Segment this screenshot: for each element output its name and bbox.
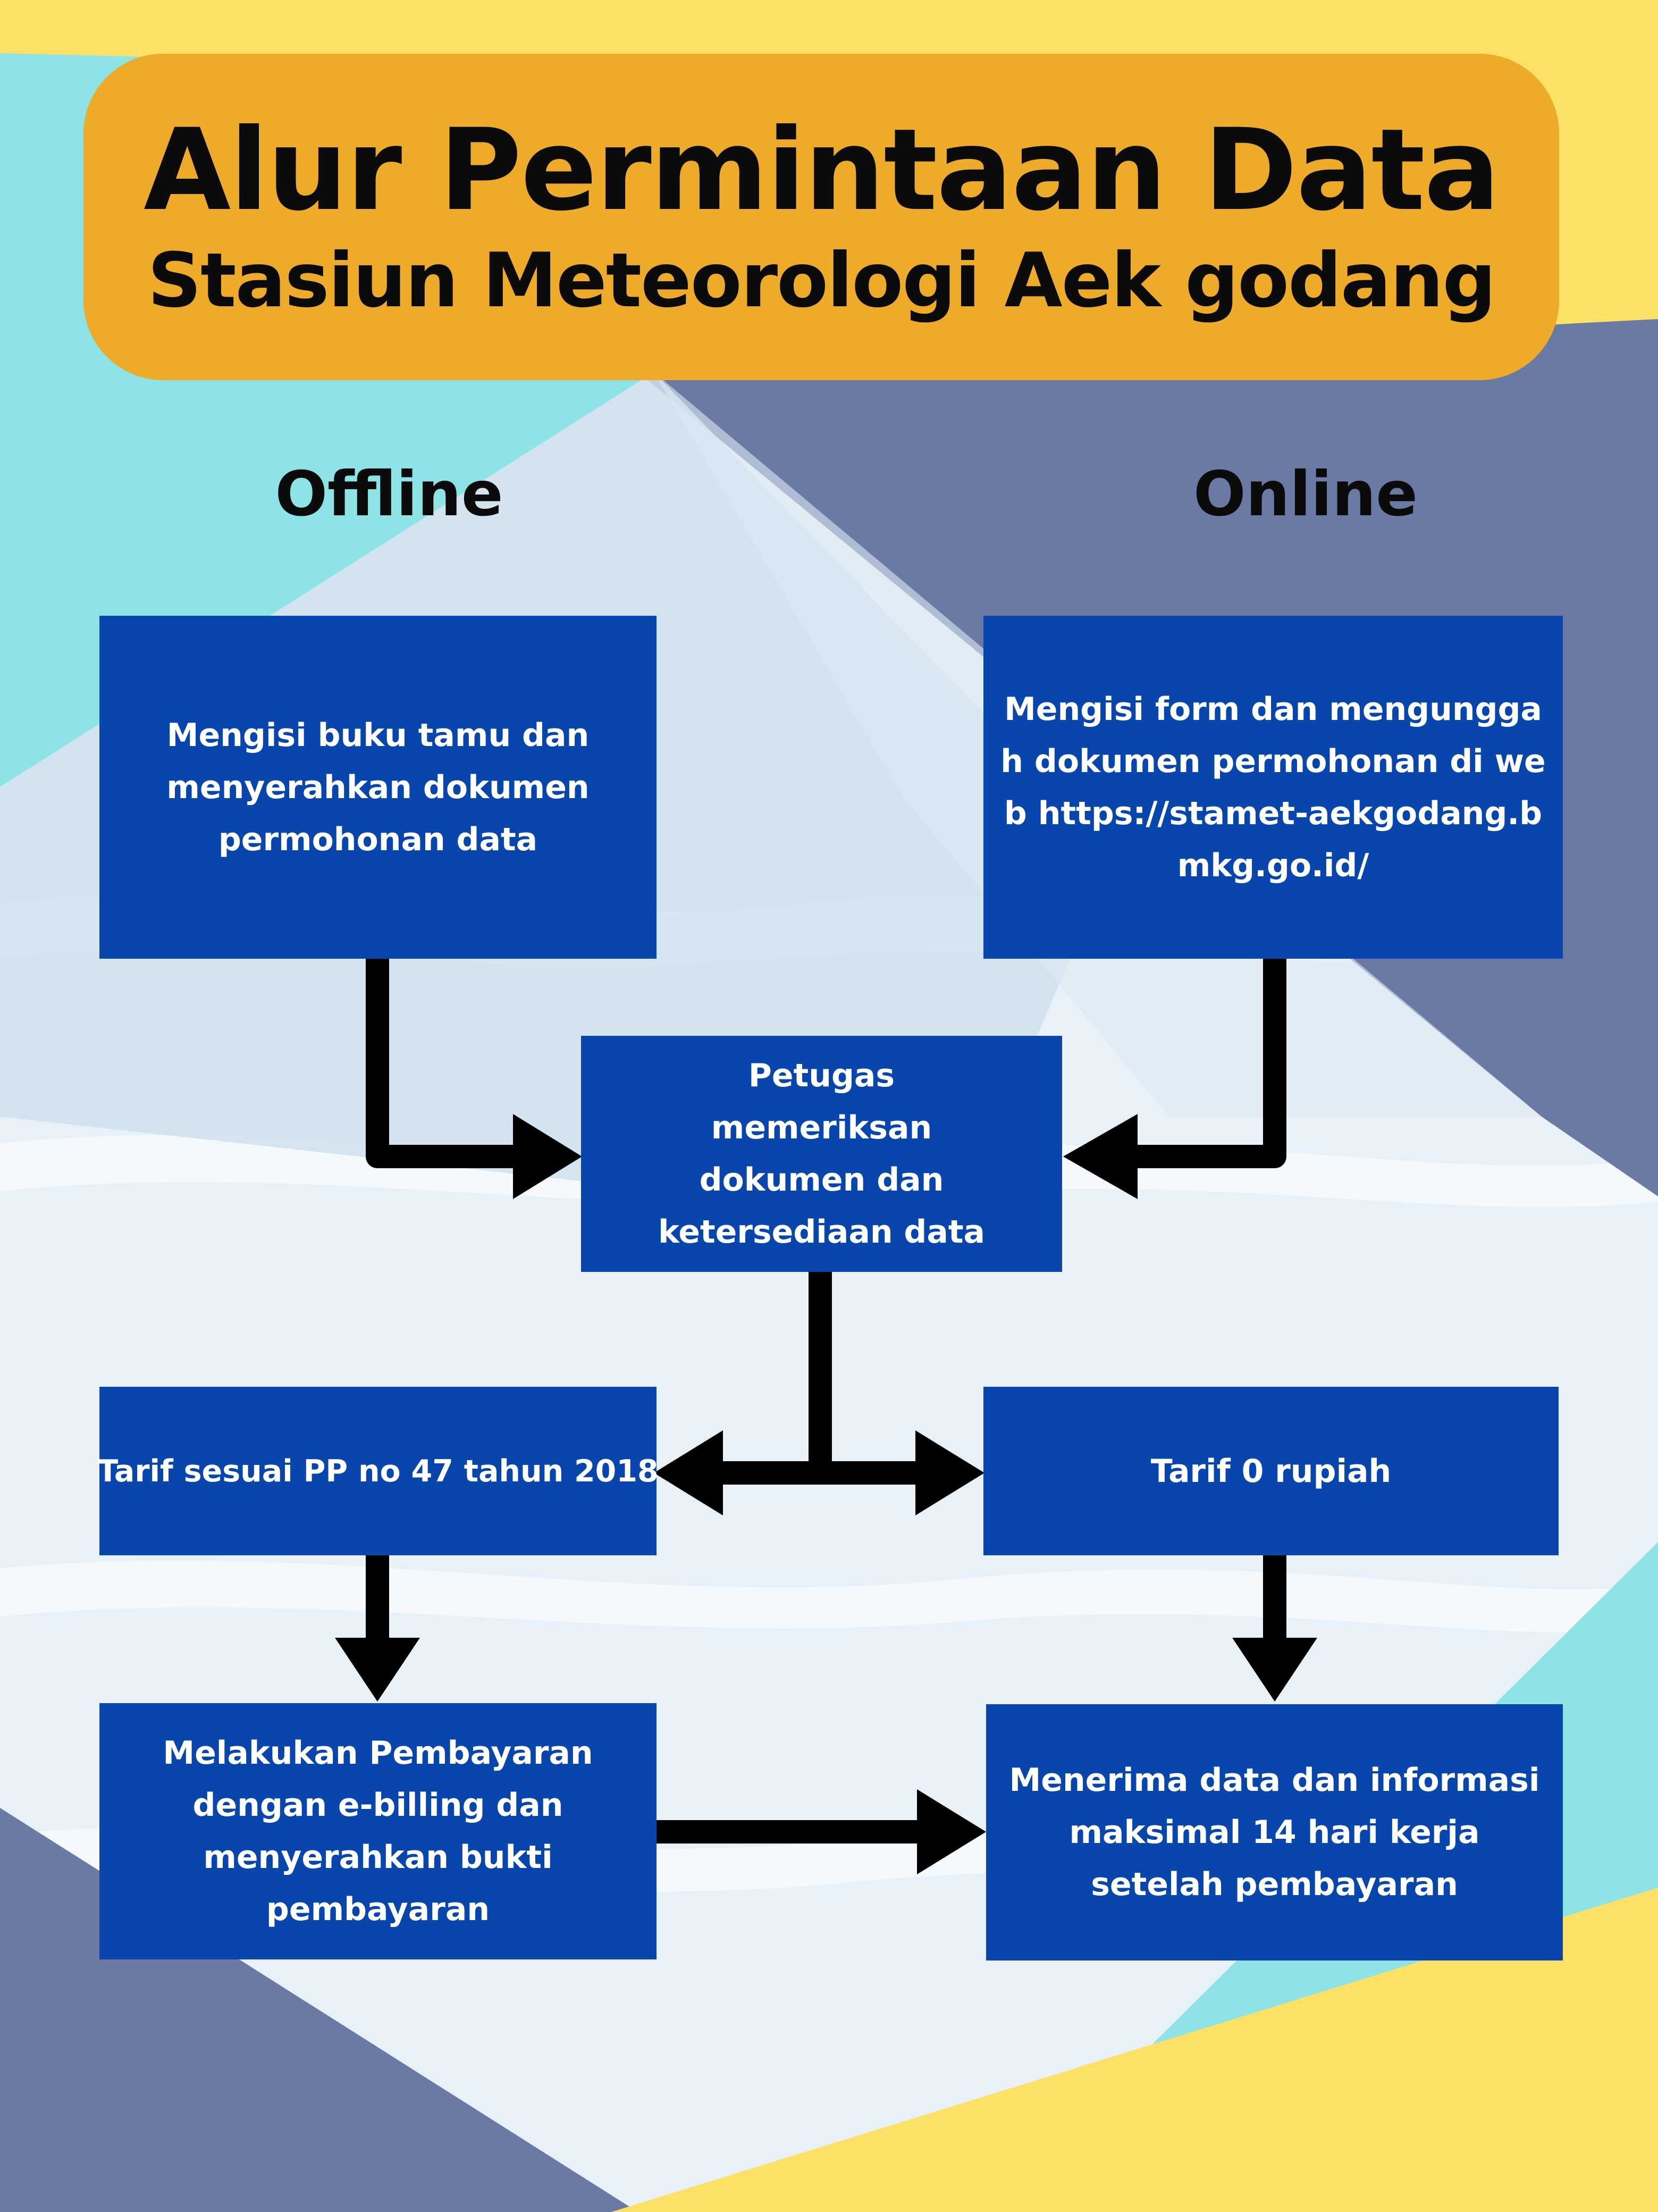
offline-request-text: Mengisi buku tamu dan menyerahkan dokume… [166, 716, 590, 858]
payment-text: Melakukan Pembayaran dengan e-billing da… [163, 1735, 593, 1928]
receive-data-text: Menerima data dan informasi maksimal 14 … [1009, 1762, 1540, 1903]
receive-data-box: Menerima data dan informasi maksimal 14 … [986, 1704, 1563, 1960]
title-banner: Alur Permintaan Data Stasiun Meteorologi… [83, 54, 1559, 380]
payment-box: Melakukan Pembayaran dengan e-billing da… [99, 1703, 657, 1959]
tariff-free-box: Tarif 0 rupiah [983, 1387, 1559, 1555]
page-title: Alur Permintaan Data [144, 104, 1500, 236]
page-subtitle: Stasiun Meteorologi Aek godang [147, 237, 1496, 324]
verification-box: Petugas memeriksan dokumen dan ketersedi… [581, 1036, 1062, 1272]
offline-request-box: Mengisi buku tamu dan menyerahkan dokume… [99, 616, 657, 959]
offline-heading: Offline [275, 458, 503, 530]
arrowhead-right-icon [513, 1114, 582, 1199]
arrowhead-right-icon [915, 1430, 984, 1515]
arrowhead-down-icon [1232, 1638, 1317, 1702]
arrowhead-left-icon [1063, 1114, 1138, 1199]
tariff-free-text: Tarif 0 rupiah [1150, 1452, 1392, 1490]
online-request-box: Mengisi form dan mengunggah dokumen perm… [983, 616, 1563, 959]
tariff-paid-box: Tarif sesuai PP no 47 tahun 2018 [97, 1387, 659, 1555]
online-to-verification-line [1126, 947, 1286, 1168]
offline-to-verification-line [366, 947, 525, 1168]
verification-text: Petugas memeriksan dokumen dan ketersedi… [658, 1057, 986, 1251]
arrowhead-left-icon [654, 1430, 723, 1515]
verification-split-line [701, 1260, 942, 1485]
tariff-paid-text: Tarif sesuai PP no 47 tahun 2018 [97, 1453, 659, 1489]
online-heading: Online [1193, 458, 1418, 530]
arrowhead-down-icon [335, 1638, 420, 1702]
arrowhead-right-icon [917, 1789, 986, 1874]
online-request-text: Mengisi form dan mengunggah dokumen perm… [1000, 690, 1546, 884]
